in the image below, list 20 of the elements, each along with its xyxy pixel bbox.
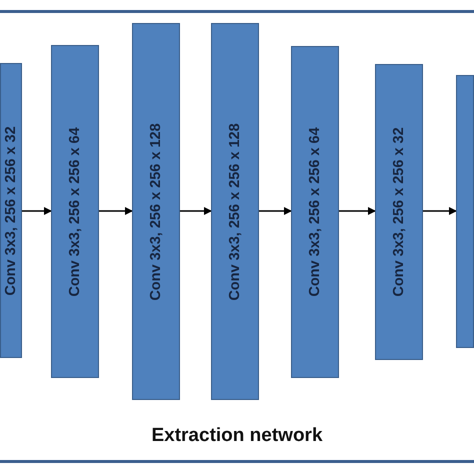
layer-label: Conv 3x3, 256 x 256 x 64	[307, 127, 323, 297]
diagram-title: Extraction network	[150, 425, 324, 447]
layer-box	[375, 64, 423, 360]
layer-label: Conv 3x3, 256 x 256 x 32	[391, 127, 407, 297]
arrow	[339, 207, 376, 215]
arrow	[180, 207, 212, 215]
layer-box	[456, 75, 474, 348]
arrow	[423, 207, 457, 215]
layer-label: Conv 3x3, 256 x 256 x 128	[227, 122, 243, 300]
layer-box	[291, 46, 339, 378]
layer-box	[132, 23, 180, 400]
layer-label: Conv 3x3, 256 x 256 x 128	[148, 122, 164, 300]
layer-label: Conv 3x3, 256 x 256 x 64	[67, 126, 83, 296]
layer-label: Conv 3x3, 256 x 256 x 32	[3, 126, 19, 296]
arrow	[22, 207, 52, 215]
arrow	[99, 207, 133, 215]
layer-box	[0, 63, 22, 358]
arrow	[259, 207, 292, 215]
layer-box	[51, 45, 99, 378]
layer-box	[211, 23, 259, 400]
